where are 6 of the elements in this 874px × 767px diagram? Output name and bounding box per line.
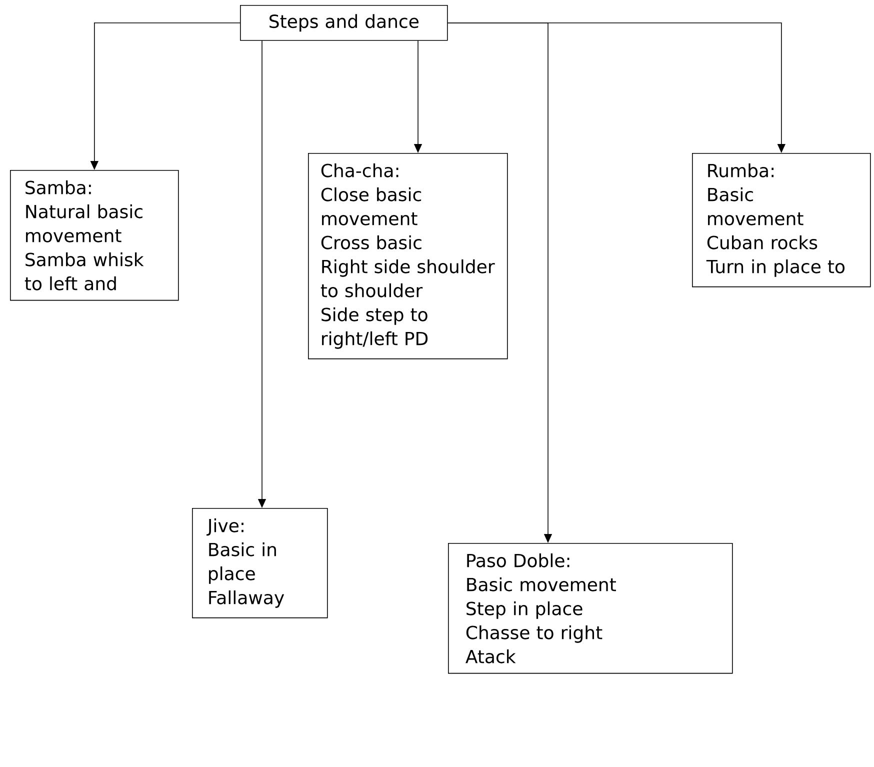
dance-box: Cha-cha: Close basic movement Cross basic Right side shoulder to shoulder Side step to right/left PD xyxy=(308,153,508,360)
title-box: Steps and dance xyxy=(240,5,448,41)
dance-box: Paso Doble: Basic movement Step in place Chasse to right Atack xyxy=(448,543,733,674)
dance-box: Samba: Natural basic movement Samba whisk to left and xyxy=(10,170,179,301)
dance-box: Jive: Basic in place Fallaway xyxy=(192,508,328,618)
dance-box: Rumba: Basic movement Cuban rocks Turn in place to xyxy=(692,153,871,288)
